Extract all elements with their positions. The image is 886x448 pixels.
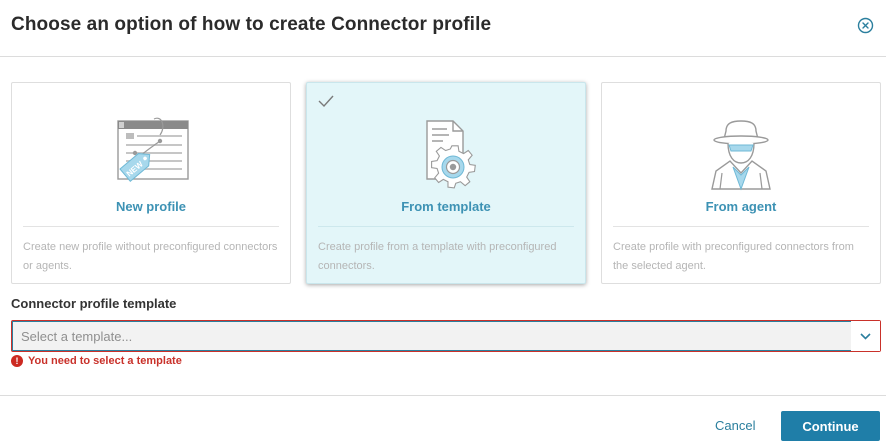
template-field-label: Connector profile template xyxy=(11,296,177,311)
option-card-from-agent[interactable]: From agent Create profile with preconfig… xyxy=(601,82,881,284)
option-card-from-template[interactable]: From template Create profile from a temp… xyxy=(306,82,586,284)
option-card-new-profile[interactable]: NEW New profile Create new profile witho… xyxy=(11,82,291,284)
error-icon: ! xyxy=(11,355,23,367)
agent-spy-icon xyxy=(711,120,771,191)
chevron-down-icon[interactable] xyxy=(860,332,871,340)
option-title: New profile xyxy=(115,199,187,214)
option-description: Create profile with preconfigured connec… xyxy=(613,241,854,272)
template-gear-icon xyxy=(426,120,476,189)
template-select-input[interactable] xyxy=(12,321,852,351)
option-title: From template xyxy=(401,199,491,214)
template-select[interactable] xyxy=(11,320,881,352)
card-divider xyxy=(318,226,574,227)
cancel-button[interactable]: Cancel xyxy=(715,418,756,433)
checkmark-icon xyxy=(318,95,334,107)
option-description: Create new profile without preconfigured… xyxy=(23,241,278,272)
template-error: ! You need to select a template xyxy=(11,354,182,368)
continue-button[interactable]: Continue xyxy=(781,411,880,441)
close-button[interactable] xyxy=(857,17,874,34)
card-divider xyxy=(23,226,279,227)
footer-divider xyxy=(0,395,886,396)
dialog-title: Choose an option of how to create Connec… xyxy=(11,14,492,35)
close-icon[interactable] xyxy=(857,17,874,34)
error-message: You need to select a template xyxy=(28,355,182,367)
dialog-header: Choose an option of how to create Connec… xyxy=(0,0,886,57)
option-title: From agent xyxy=(705,199,777,214)
option-description: Create profile from a template with prec… xyxy=(318,241,557,272)
new-profile-icon: NEW xyxy=(117,117,189,182)
card-divider xyxy=(613,226,869,227)
template-select-toggle[interactable] xyxy=(851,321,880,351)
